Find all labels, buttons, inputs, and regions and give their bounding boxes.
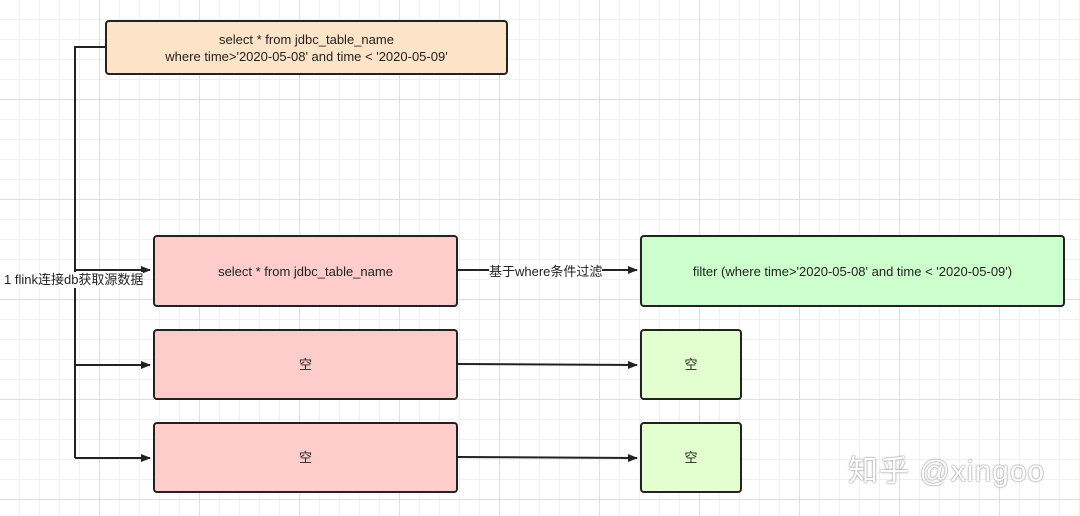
watermark: 知乎 @xingoo bbox=[848, 455, 1046, 488]
top-query-text: select * from jdbc_table_name where time… bbox=[165, 31, 448, 64]
filter-node-text: filter (where time>'2020-05-08' and time… bbox=[692, 263, 1013, 279]
trunk-connector bbox=[74, 46, 105, 458]
source-node-3-text: 空 bbox=[298, 450, 312, 465]
filter-node: filter (where time>'2020-05-08' and time… bbox=[640, 235, 1065, 307]
result-node-3: 空 bbox=[640, 422, 742, 493]
edge-label-where-filter: 基于where条件过滤 bbox=[489, 264, 603, 280]
result-node-3-text: 空 bbox=[684, 450, 698, 465]
edge-label-connect-db: 1 flink连接db获取源数据 bbox=[4, 272, 144, 288]
source-node-3: 空 bbox=[153, 422, 458, 493]
result-node-2: 空 bbox=[640, 329, 742, 400]
result-node-2-text: 空 bbox=[684, 357, 698, 372]
source-node-2: 空 bbox=[153, 329, 458, 400]
source-node-2-text: 空 bbox=[298, 357, 312, 372]
edge-source-3-to-result-3 bbox=[457, 453, 638, 462]
source-node-1: select * from jdbc_table_name bbox=[153, 235, 458, 307]
top-query-node: select * from jdbc_table_name where time… bbox=[105, 20, 508, 75]
source-node-1-text: select * from jdbc_table_name bbox=[218, 263, 393, 279]
edge-source-2-to-result-2 bbox=[457, 360, 638, 369]
